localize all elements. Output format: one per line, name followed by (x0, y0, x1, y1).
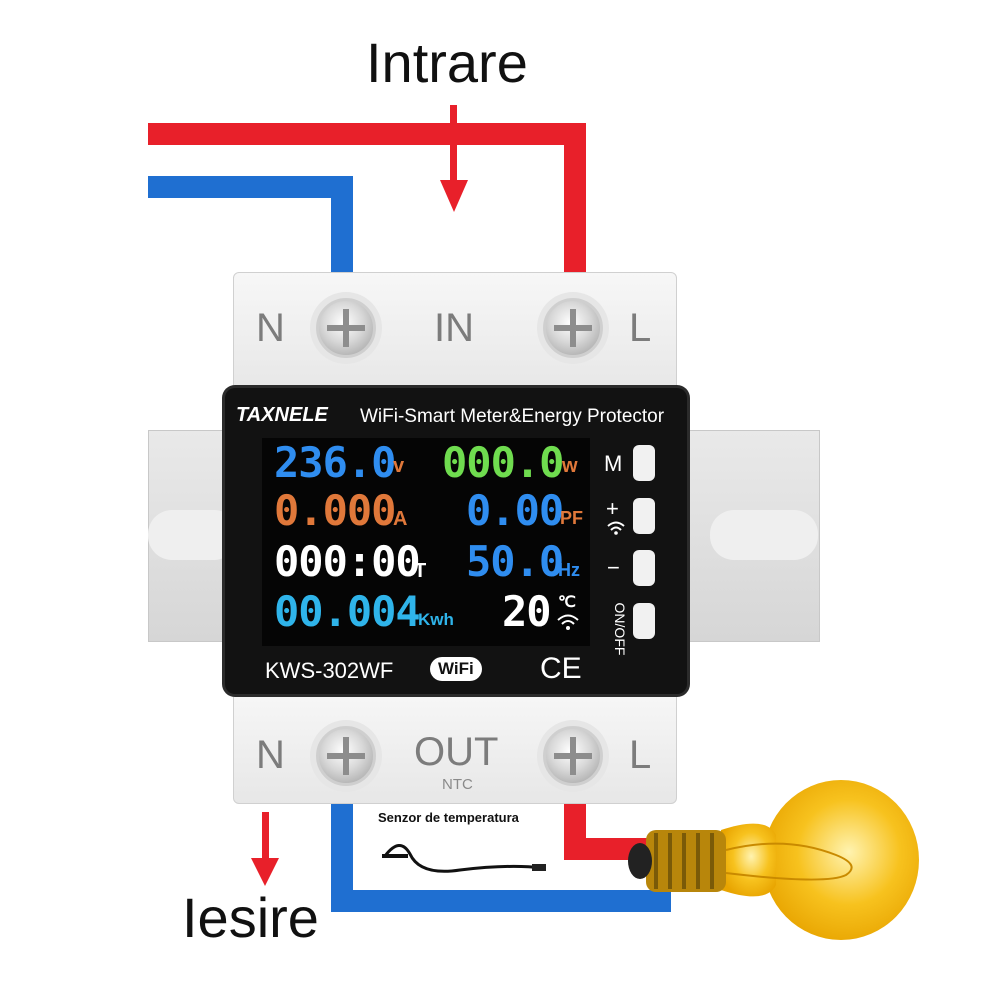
output-arrow-shaft (262, 812, 269, 862)
brand-logo: TAXNELE (236, 404, 328, 426)
button-plus-label: + (606, 496, 619, 521)
button-onoff-label: ON/OFF (612, 602, 628, 656)
frequency-unit: Hz (558, 560, 580, 580)
live-wire-in-horizontal (148, 123, 586, 145)
input-label: Intrare (366, 31, 528, 94)
device-title: WiFi-Smart Meter&Energy Protector (360, 406, 665, 427)
temperature-sensor-label: Senzor de temperatura (378, 810, 519, 825)
m-button[interactable] (633, 445, 655, 481)
neutral-wire-out-vertical (331, 800, 353, 912)
energy-unit: Kwh (418, 610, 454, 629)
button-minus-label: − (607, 555, 620, 580)
input-arrow-head (440, 180, 468, 212)
lcd-display (262, 438, 590, 646)
bottom-terminal-out-label: OUT (414, 730, 499, 774)
top-terminal-in-label: IN (434, 306, 474, 350)
bottom-terminal-n-label: N (256, 733, 285, 777)
power-value: 000.0 (442, 438, 564, 487)
power-unit: w (562, 455, 578, 477)
temperature-unit: ℃ (558, 594, 576, 611)
frequency-value: 50.0 (466, 537, 564, 586)
current-value: 0.000 (274, 486, 396, 535)
bottom-terminal-l-label: L (629, 733, 652, 777)
top-terminal-n-label: N (256, 306, 285, 350)
neutral-wire-in-vertical (331, 176, 353, 273)
top-live-screw-icon[interactable] (543, 298, 603, 358)
wifi-badge: WiFi (430, 657, 482, 681)
temperature-sensor-cable-icon (382, 844, 546, 873)
model-label: KWS-302WF (265, 658, 394, 683)
din-rail-inner-right (710, 510, 818, 560)
light-bulb-icon (628, 780, 919, 940)
bottom-live-screw-icon[interactable] (543, 726, 603, 786)
onoff-button[interactable] (633, 603, 655, 639)
output-arrow-head (251, 858, 279, 886)
power-factor-value: 0.00 (466, 486, 564, 535)
plus-button[interactable] (633, 498, 655, 534)
bottom-neutral-screw-icon[interactable] (316, 726, 376, 786)
time-unit: T (414, 560, 427, 582)
top-neutral-screw-icon[interactable] (316, 298, 376, 358)
top-terminal-l-label: L (629, 306, 652, 350)
ce-mark: CE (540, 652, 582, 685)
ntc-label: NTC (442, 776, 473, 793)
din-rail-inner-left (148, 510, 238, 560)
voltage-value: 236.0 (274, 438, 396, 487)
minus-button[interactable] (633, 550, 655, 586)
neutral-wire-in-horizontal (148, 176, 353, 198)
output-label: Iesire (182, 886, 319, 949)
input-arrow-shaft (450, 105, 457, 185)
button-m-label: M (604, 451, 623, 476)
wifi-pair-icon (607, 521, 625, 535)
time-value: 000:00 (274, 537, 421, 586)
neutral-wire-out-horizontal (331, 890, 671, 912)
power-factor-unit: PF (560, 508, 584, 528)
temperature-value: 20 (502, 587, 552, 636)
voltage-unit: v (393, 455, 405, 477)
current-unit: A (393, 508, 408, 530)
energy-value: 00.004 (274, 587, 421, 636)
wifi-signal-icon (557, 614, 579, 630)
device-top-housing (233, 272, 677, 394)
device-bottom-housing (233, 690, 677, 804)
live-wire-in-vertical (564, 123, 586, 273)
